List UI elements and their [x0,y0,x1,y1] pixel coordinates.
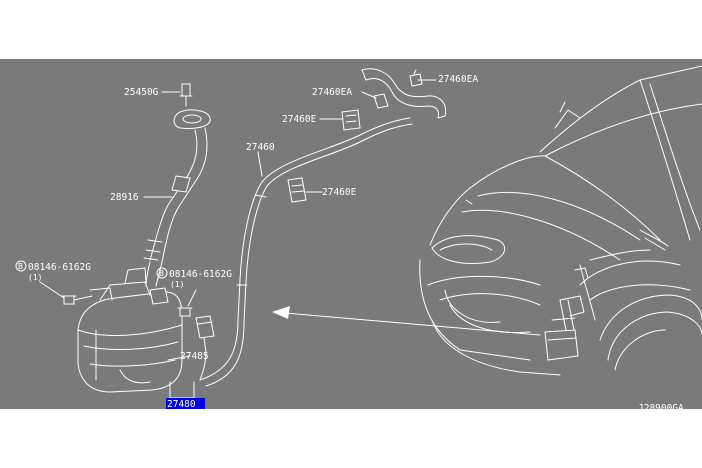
bolt-callout-right-qty: (1) [170,280,184,289]
bolt-callout-left-code: 08146-6162G [28,262,91,273]
clip-27460ea-lower [361,91,389,109]
leader-27460 [257,151,263,177]
clip-27460e-upper [319,109,361,131]
location-arrow [272,306,541,336]
bolt-callout-right-marker: B [159,269,164,278]
washer-tank [77,267,183,393]
label-27460: 27460 [246,142,275,153]
label-25450g: 25450G [124,87,159,98]
car-illustration [419,65,702,376]
bolt-callout-left-marker: B [18,262,23,271]
label-27460e-upper: 27460E [282,114,317,125]
washer-hose [199,117,413,387]
filler-neck [143,109,211,287]
bolt-callout-right: B 08146-6162G (1) [156,267,232,289]
label-27460ea-lower: 27460EA [312,87,352,98]
bolt-callout-left-qty: (1) [28,273,42,282]
clip-27460e-lower [287,177,323,203]
bolt-callout-left: B 08146-6162G (1) [15,260,91,299]
bolt-right [177,289,197,317]
label-27460e-lower: 27460E [322,187,357,198]
highlight-27480[interactable] [166,398,205,409]
washer-pump [167,315,215,381]
label-27485: 27485 [180,351,209,362]
label-28916: 28916 [110,192,139,203]
label-27480[interactable]: 27480 [167,399,196,410]
label-27460ea-upper: 27460EA [438,74,478,85]
diagram-reference: J28900GA [638,403,684,414]
upper-hose [361,68,447,119]
bolt-left [61,295,93,305]
bolt-callout-right-code: 08146-6162G [169,269,232,280]
cap-bolt [161,83,193,107]
clip-27460ea-upper [409,69,437,87]
